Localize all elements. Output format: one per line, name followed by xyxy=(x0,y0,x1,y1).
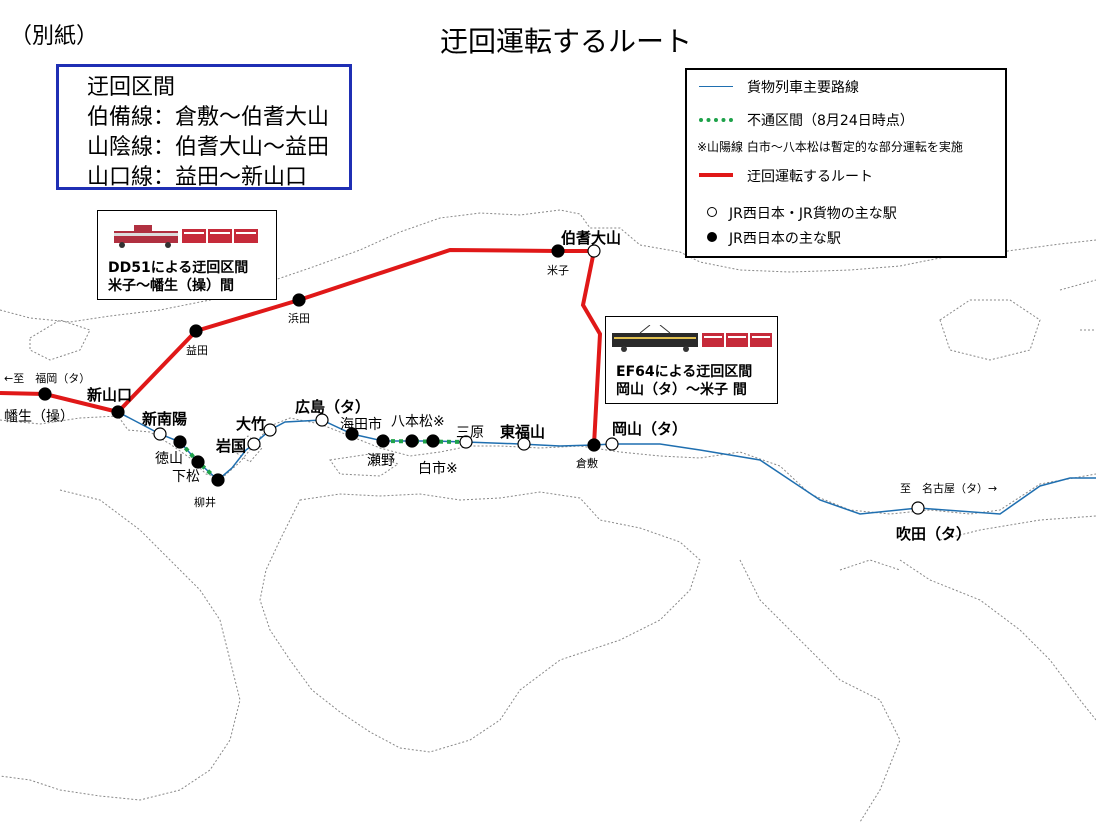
legend-jr-both-station-label: JR西日本・JR貨物の主な駅 xyxy=(729,206,897,222)
label-okayama: 岡山（タ） xyxy=(612,420,688,438)
detour-line-hakubi: 伯備線：倉敷～伯耆大山 xyxy=(87,105,330,130)
label-hatabu: 幡生（操） xyxy=(4,409,74,425)
legend-blocked-note: ※山陽線 白市～八本松は暫定的な部分運転を実施 xyxy=(697,140,963,154)
label-kurashiki: 倉敷 xyxy=(576,457,598,470)
label-higashi-fukuyama: 東福山 xyxy=(500,423,546,441)
station-seno xyxy=(376,434,390,448)
label-to-nagoya: 至 名古屋（タ）→ xyxy=(900,482,998,495)
label-yanai: 柳井 xyxy=(194,496,216,509)
station-higashi-fukuyama xyxy=(517,437,531,451)
label-kudamatsu: 下松 xyxy=(172,469,200,485)
label-masuda: 益田 xyxy=(186,344,208,357)
station-yonago xyxy=(551,244,565,258)
label-shin-nanyo: 新南陽 xyxy=(142,410,188,428)
label-hamada: 浜田 xyxy=(288,312,310,325)
label-shiraichi: 白市※ xyxy=(418,461,458,477)
legend: 貨物列車主要路線 不通区間（8月24日時点） ※山陽線 白市～八本松は暫定的な部… xyxy=(685,68,1007,258)
station-suita xyxy=(911,501,925,515)
station-okayama xyxy=(605,437,619,451)
label-kaitaichi: 海田市 xyxy=(340,417,382,433)
detour-route xyxy=(0,247,603,446)
station-mihara xyxy=(459,435,473,449)
detour-line-yamaguchi: 山口線：益田～新山口 xyxy=(87,165,308,190)
label-shin-yamaguchi: 新山口 xyxy=(87,386,133,404)
label-otake: 大竹 xyxy=(236,415,267,433)
station-otake xyxy=(263,423,277,437)
label-hiroshima: 広島（タ） xyxy=(295,398,371,416)
ef64-callout: EF64による迂回区間 岡山（タ）～米子 間 xyxy=(605,316,778,404)
station-hiroshima xyxy=(315,413,329,427)
ef64-train-icon xyxy=(612,325,772,352)
detour-sections-box: 迂回区間 伯備線：倉敷～伯耆大山 山陰線：伯耆大山～益田 山口線：益田～新山口 xyxy=(56,64,352,190)
page-title: 迂回運転するルート xyxy=(440,25,693,58)
page-note: （別紙） xyxy=(10,24,99,49)
station-shiraichi xyxy=(426,434,440,448)
station-kurashiki xyxy=(587,438,601,452)
station-masuda xyxy=(189,324,203,338)
station-hamada xyxy=(292,293,306,307)
dd51-train-icon xyxy=(114,225,258,248)
label-mihara: 三原 xyxy=(456,425,484,441)
ef64-callout-line2: 岡山（タ）～米子 間 xyxy=(616,382,747,398)
dd51-callout: DD51による迂回区間 米子～幡生（操）間 xyxy=(97,210,277,300)
station-hatabu xyxy=(38,387,52,401)
legend-main-line-swatch xyxy=(699,86,733,87)
label-hoki-daisen: 伯耆大山 xyxy=(561,229,622,247)
stations xyxy=(38,244,925,515)
station-kaitaichi xyxy=(345,427,359,441)
station-hoki-daisen xyxy=(587,244,601,258)
coastline xyxy=(0,209,1096,822)
station-shin-yamaguchi xyxy=(111,405,125,419)
legend-detour-label: 迂回運転するルート xyxy=(747,169,873,185)
legend-main-line-label: 貨物列車主要路線 xyxy=(747,80,859,96)
detour-box-heading: 迂回区間 xyxy=(87,75,176,100)
station-iwakuni xyxy=(247,437,261,451)
legend-open-circle-icon xyxy=(707,207,717,217)
label-tokuyama: 徳山 xyxy=(155,451,183,467)
dd51-callout-line1: DD51による迂回区間 xyxy=(108,260,249,276)
label-to-fukuoka: ←至 福岡（タ） xyxy=(4,372,91,385)
station-yanai xyxy=(211,473,225,487)
ef64-callout-line1: EF64による迂回区間 xyxy=(616,364,753,380)
dd51-callout-line2: 米子～幡生（操）間 xyxy=(108,278,234,294)
label-suita: 吹田（タ） xyxy=(896,525,972,543)
station-tokuyama xyxy=(173,435,187,449)
legend-jr-west-station-label: JR西日本の主な駅 xyxy=(729,231,841,247)
legend-detour-swatch xyxy=(699,173,733,177)
label-hachihonmatsu: 八本松※ xyxy=(391,414,445,430)
label-yonago: 米子 xyxy=(547,264,569,277)
station-kudamatsu xyxy=(191,455,205,469)
legend-blocked-swatch xyxy=(699,118,733,122)
station-shin-nanyo xyxy=(153,427,167,441)
detour-line-sanin: 山陰線：伯耆大山～益田 xyxy=(87,135,330,160)
label-iwakuni: 岩国 xyxy=(216,437,247,455)
station-hachihonmatsu xyxy=(405,434,419,448)
legend-blocked-label: 不通区間（8月24日時点） xyxy=(747,113,914,129)
label-seno: 瀬野 xyxy=(367,453,395,469)
legend-filled-circle-icon xyxy=(707,232,717,242)
